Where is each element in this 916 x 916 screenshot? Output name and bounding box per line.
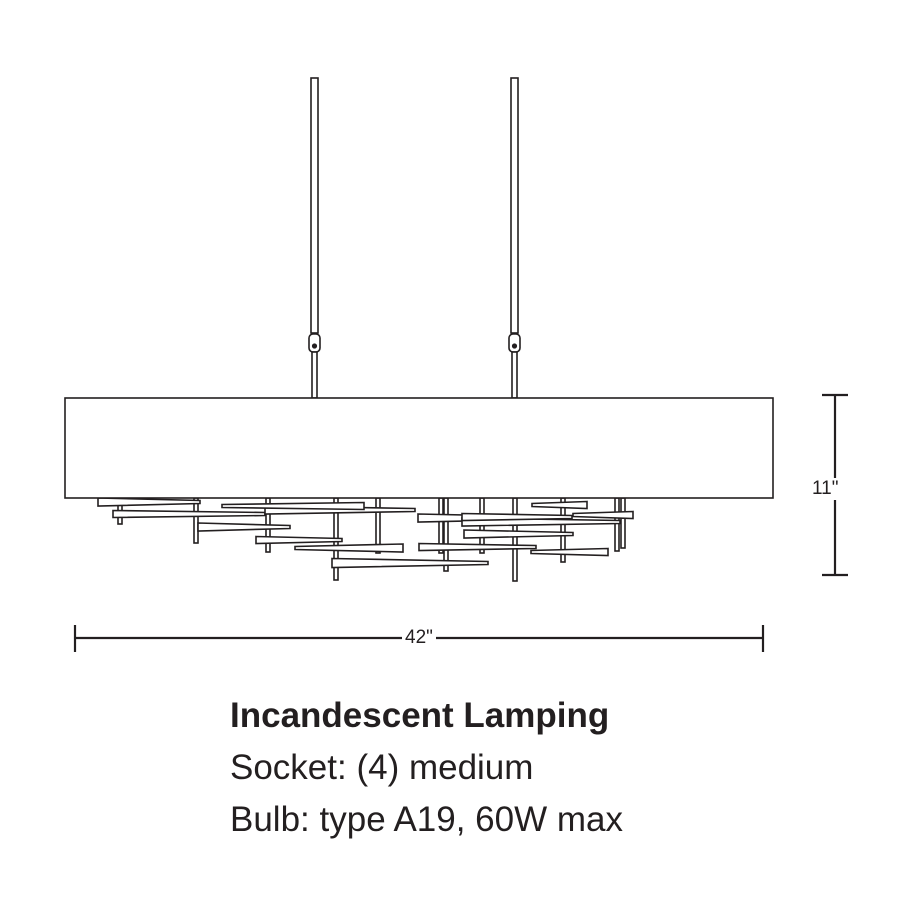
tapered-arm <box>331 557 489 569</box>
width-dimension-label: 42" <box>402 627 436 649</box>
tapered-arm <box>197 522 291 532</box>
tapered-arm <box>255 535 343 545</box>
tapered-arm <box>112 509 266 519</box>
tapered-arm <box>572 510 634 520</box>
drum-shade <box>64 397 774 499</box>
arms <box>97 497 634 582</box>
socket-spec: Socket: (4) medium <box>230 748 534 787</box>
tapered-arm <box>530 547 609 557</box>
suspension-rods <box>308 77 521 399</box>
lamping-title: Incandescent Lamping <box>230 696 610 735</box>
bulb-spec: Bulb: type A19, 60W max <box>230 800 623 839</box>
tapered-arm <box>97 497 201 507</box>
height-dimension-label: 11" <box>809 478 842 500</box>
tapered-arm <box>221 501 365 511</box>
tapered-arm <box>531 500 588 510</box>
tapered-arm <box>463 529 574 539</box>
tapered-arm <box>418 542 537 552</box>
tapered-arm <box>461 512 573 522</box>
tapered-arm <box>294 543 404 553</box>
